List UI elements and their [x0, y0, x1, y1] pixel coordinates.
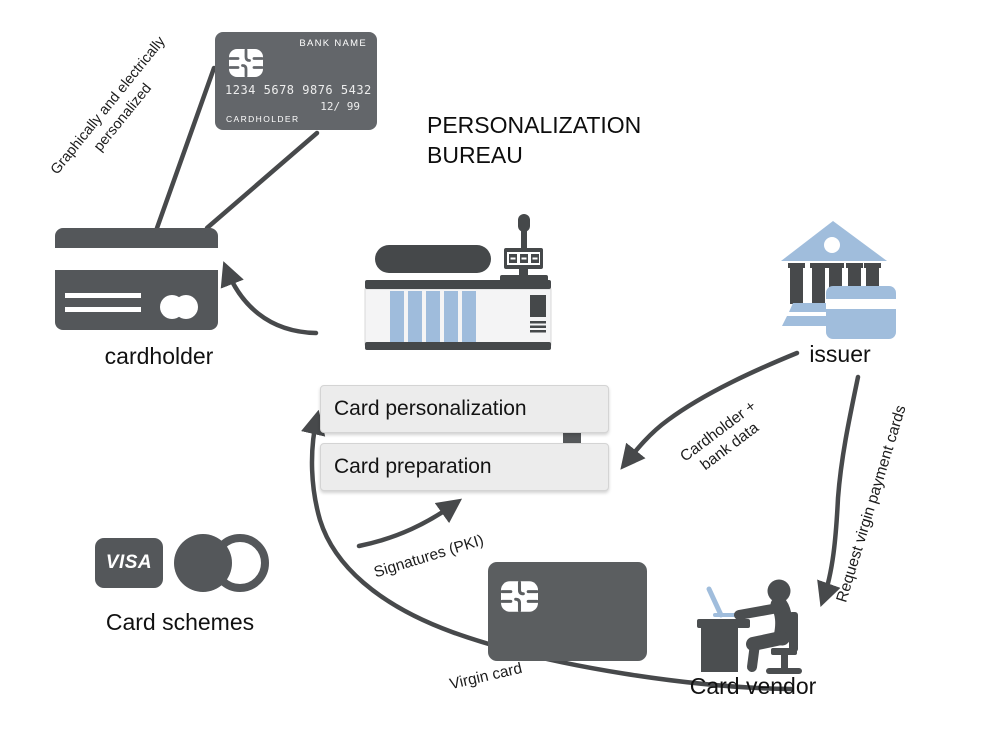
virgin-card	[488, 562, 647, 661]
flow-virgin-card-arrow	[301, 409, 794, 692]
scheme-circle	[174, 295, 198, 319]
visa-logo: VISA	[95, 538, 163, 588]
personalized-card: BANK NAME 1234 5678 9876 5432 12/ 99 CAR…	[215, 32, 377, 130]
visa-logo-text: VISA	[105, 552, 153, 573]
emv-chip-icon	[501, 581, 538, 612]
box-card-preparation-label: Card preparation	[334, 455, 492, 478]
signature-line	[65, 307, 141, 312]
card-expiry-text: 12/ 99	[320, 100, 360, 113]
title-line2: BUREAU	[427, 142, 523, 168]
card-vendor-label: Card vendor	[689, 673, 817, 699]
signature-line	[65, 293, 141, 298]
personalization-machine-icon	[364, 214, 552, 350]
page-title: PERSONALIZATION BUREAU	[427, 110, 641, 170]
card-number-text: 1234 5678 9876 5432	[225, 83, 372, 97]
person-at-desk-icon	[697, 579, 802, 674]
flow-machine-to-cardholder-arrow	[220, 261, 319, 336]
card-holder-text: CARDHOLDER	[226, 114, 300, 124]
issuer-label: issuer	[809, 341, 871, 367]
mag-stripe	[55, 248, 218, 270]
box-card-preparation: Card preparation	[320, 443, 609, 491]
emv-chip-icon	[229, 49, 263, 77]
box-card-personalization: Card personalization	[320, 385, 609, 433]
callout-line-left	[154, 65, 217, 231]
callout-line-right	[204, 130, 320, 231]
mastercard-circles-logo	[174, 534, 232, 592]
card-schemes-label: Card schemes	[105, 609, 255, 635]
flow-signatures-pki-arrow	[356, 498, 463, 549]
flow-request-virgin-cards-arrow	[817, 374, 861, 607]
bank-issuer-icon	[781, 221, 896, 339]
box-card-personalization-label: Card personalization	[334, 397, 527, 420]
title-line1: PERSONALIZATION	[427, 112, 642, 138]
flow-cardholder-bank-data-arrow	[620, 350, 800, 470]
bank-name-text: BANK NAME	[299, 38, 367, 49]
cardholder-label: cardholder	[104, 343, 214, 369]
cardholder-card	[55, 228, 218, 330]
